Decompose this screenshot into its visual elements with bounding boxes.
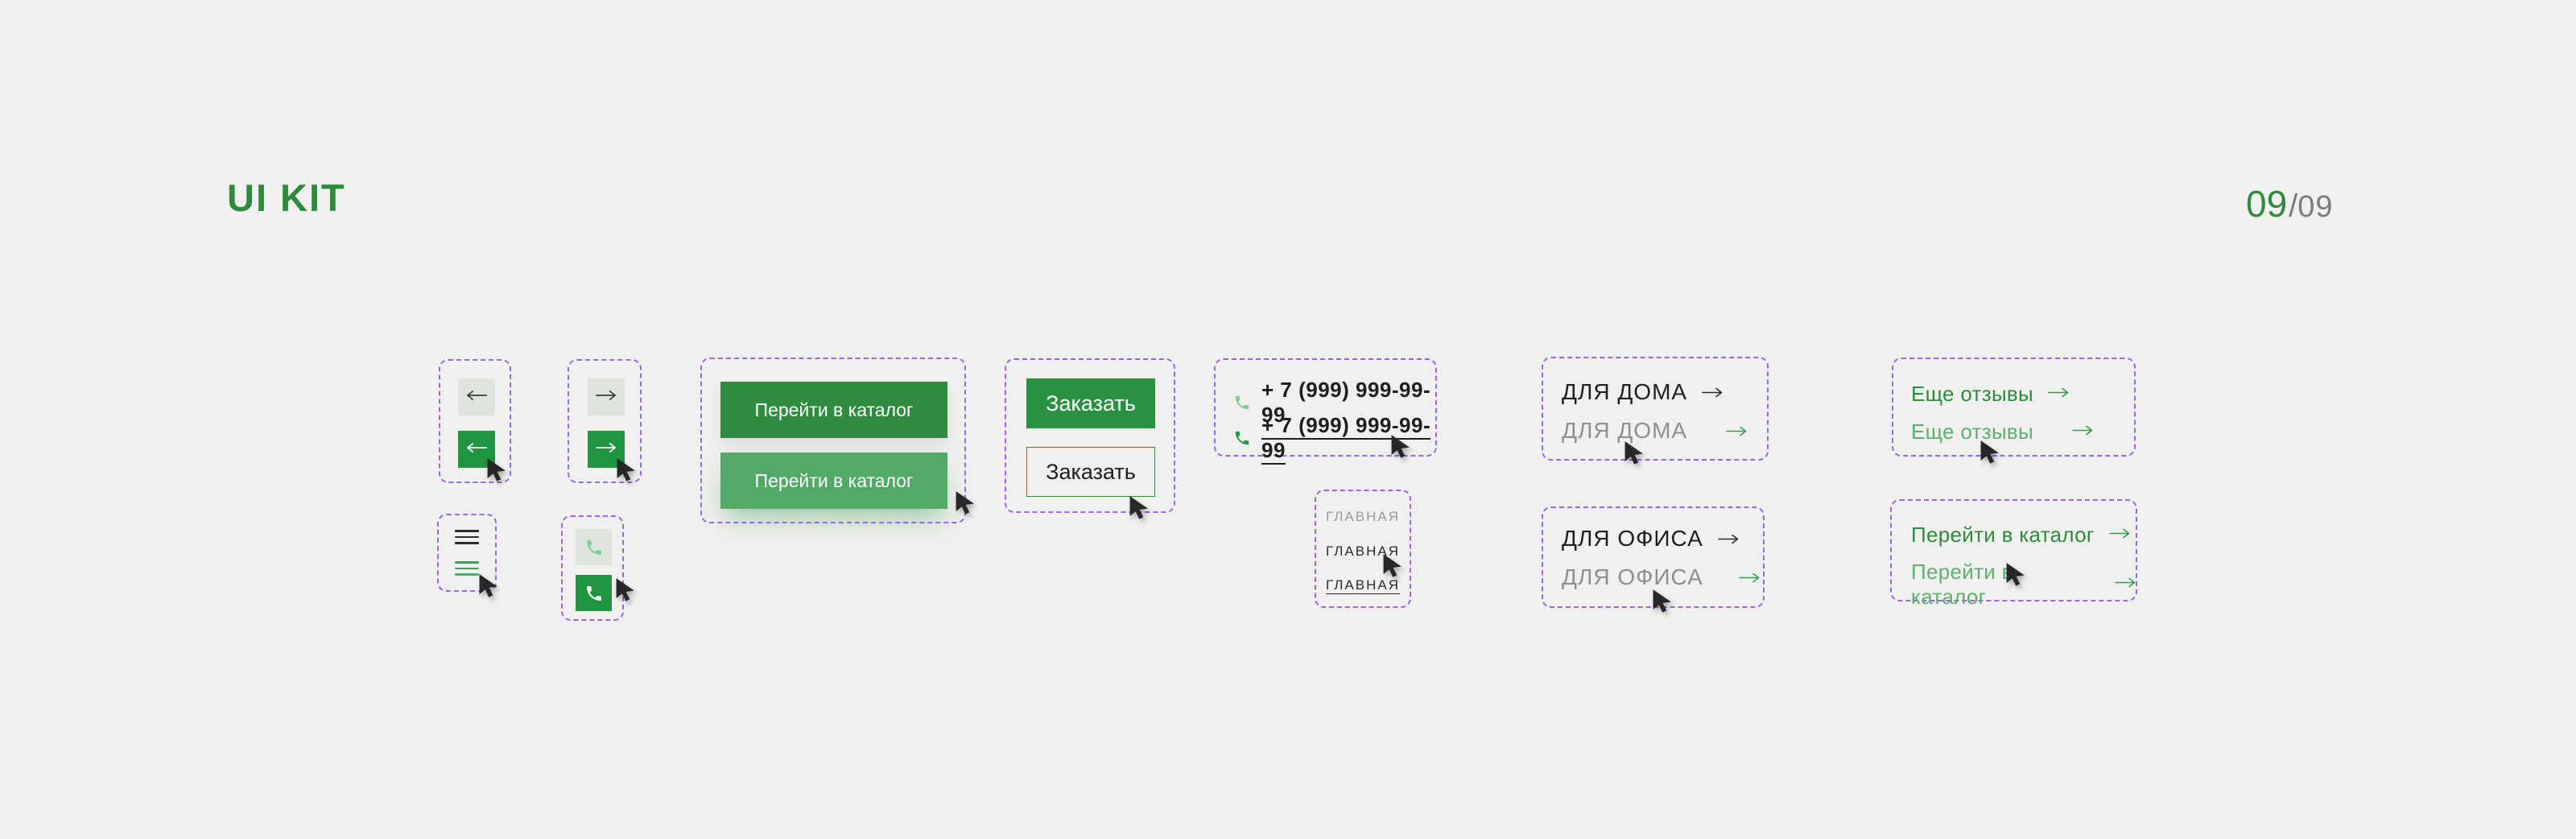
component-frame-carousel-next [568,359,642,483]
catalog-button-default[interactable]: Перейти в каталог [720,382,947,438]
page-number-separator: / [2289,188,2298,224]
home-category-label: ДЛЯ ДОМА [1562,418,1688,443]
office-category-label: ДЛЯ ОФИСА [1562,526,1703,551]
phone-icon [1233,429,1251,447]
reviews-link-hover[interactable]: Еще отзывы [1911,420,2093,444]
arrow-right-icon [1739,572,1760,583]
home-category-link-hover[interactable]: ДЛЯ ДОМА [1562,418,1747,444]
component-frame-order-button: Заказать Заказать [1005,358,1175,519]
cursor-pointer-icon [1622,440,1646,470]
cursor-pointer-icon [613,577,638,607]
component-frame-phone-button [561,515,634,621]
carousel-prev-button-hover[interactable] [458,431,495,468]
arrow-right-icon [595,442,617,457]
cursor-pointer-icon [1650,589,1674,618]
page-number-total: 09 [2297,190,2334,224]
arrow-right-icon [2115,577,2136,592]
page-indicator: 09 / 09 [2246,182,2334,225]
page-number-current: 09 [2246,183,2288,225]
home-category-link-default[interactable]: ДЛЯ ДОМА [1562,379,1723,405]
arrow-left-icon [465,442,488,457]
home-category-label: ДЛЯ ДОМА [1562,379,1688,404]
carousel-prev-button-default[interactable] [458,378,495,415]
component-frame-office-link: ДЛЯ ОФИСА ДЛЯ ОФИСА [1542,506,1765,613]
catalog-text-link-hover[interactable]: Перейти в каталог [1911,560,2136,610]
nav-link-main-idle[interactable]: ГЛАВНАЯ [1326,509,1400,524]
arrow-right-icon [1702,387,1723,398]
cursor-pointer-icon [477,573,501,603]
cursor-pointer-icon [953,490,977,520]
component-frame-carousel-prev [439,359,511,483]
phone-icon [584,538,604,557]
page-title: UI KIT [227,176,346,219]
carousel-next-button-hover[interactable] [588,431,625,468]
catalog-text-link-default[interactable]: Перейти в каталог [1911,523,2130,548]
arrow-right-icon [2048,387,2069,402]
office-category-link-default[interactable]: ДЛЯ ОФИСА [1562,526,1739,552]
phone-button-hover[interactable] [576,575,612,611]
component-frame-catalog-text-link: Перейти в каталог Перейти в каталог [1890,499,2137,609]
cursor-pointer-icon [1127,495,1151,525]
component-frame-menu-toggle [437,514,497,597]
catalog-text-link-label: Перейти в каталог [1911,523,2095,547]
catalog-text-link-label: Перейти в каталог [1911,560,2013,609]
order-button-filled[interactable]: Заказать [1026,378,1155,428]
hamburger-icon[interactable] [455,530,479,544]
component-frame-phone-link: + 7 (999) 999-99-99 + 7 (999) 999-99-99 [1214,358,1437,462]
phone-icon [584,584,604,603]
reviews-link-label: Еще отзывы [1911,420,2034,444]
carousel-next-button-default[interactable] [588,378,625,415]
phone-number-text: + 7 (999) 999-99-99 [1261,413,1431,462]
arrow-left-icon [465,390,488,405]
arrow-right-icon [1718,534,1739,544]
arrow-right-icon [595,390,617,405]
phone-button-default[interactable] [576,529,612,565]
phone-link-default[interactable]: + 7 (999) 999-99-99 [1233,378,1435,428]
nav-link-main-active[interactable]: ГЛАВНАЯ [1326,577,1400,593]
arrow-right-icon [1726,426,1747,436]
order-button-outline[interactable]: Заказать [1026,447,1155,497]
hamburger-icon[interactable] [455,561,479,576]
reviews-link-label: Еще отзывы [1911,382,2034,406]
office-category-link-hover[interactable]: ДЛЯ ОФИСА [1562,564,1760,590]
phone-link-hover[interactable]: + 7 (999) 999-99-99 [1233,413,1435,463]
reviews-link-default[interactable]: Еще отзывы [1911,382,2069,407]
component-frame-home-link: ДЛЯ ДОМА ДЛЯ ДОМА [1542,357,1769,465]
catalog-button-hover[interactable]: Перейти в каталог [720,453,947,509]
phone-number-text: + 7 (999) 999-99-99 [1261,378,1431,427]
component-frame-catalog-button: Перейти в каталог Перейти в каталог [700,358,974,523]
office-category-label: ДЛЯ ОФИСА [1562,564,1703,589]
arrow-right-icon [2108,528,2130,543]
component-frame-nav-main: ГЛАВНАЯ ГЛАВНАЯ ГЛАВНАЯ [1315,490,1411,608]
arrow-right-icon [2072,425,2093,440]
nav-link-main-hover[interactable]: ГЛАВНАЯ [1326,543,1400,559]
phone-icon [1233,394,1251,411]
component-frame-reviews-link: Еще отзывы Еще отзывы [1892,358,2136,464]
